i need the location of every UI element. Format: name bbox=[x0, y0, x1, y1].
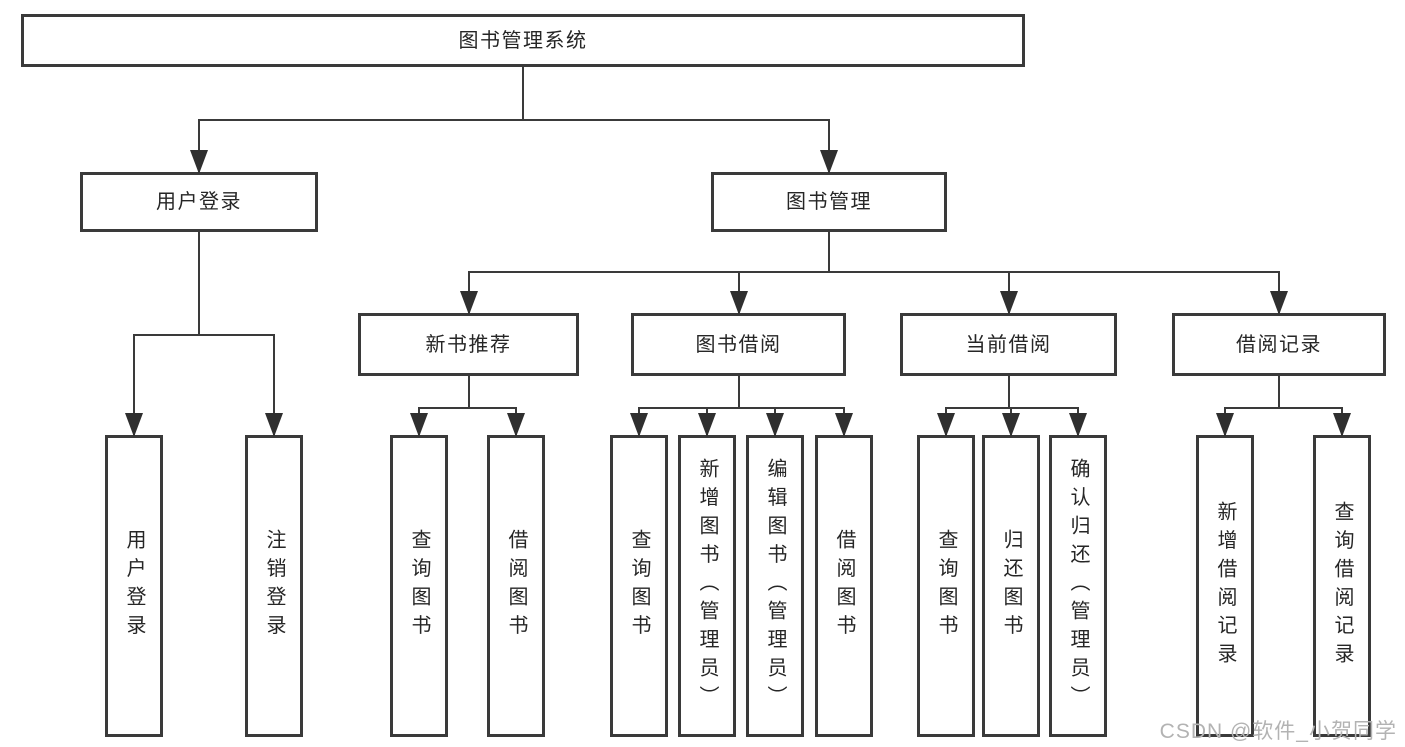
node-user-login: 用户登录 bbox=[80, 172, 318, 232]
connector-arrowhead-icon bbox=[630, 413, 648, 437]
connector-line bbox=[1278, 376, 1280, 408]
node-leaf-cb-return: 归还图书 bbox=[982, 435, 1040, 737]
node-leaf-cb-confirm: 确认归还（管理员） bbox=[1049, 435, 1107, 737]
connector-arrowhead-icon bbox=[190, 150, 208, 174]
node-label: 查询借阅记录 bbox=[1331, 500, 1353, 672]
connector-line bbox=[198, 119, 830, 121]
connector-line bbox=[198, 232, 200, 335]
node-leaf-nbr-borrow: 借阅图书 bbox=[487, 435, 545, 737]
connector-arrowhead-icon bbox=[507, 413, 525, 437]
node-leaf-bb-query: 查询图书 bbox=[610, 435, 668, 737]
connector-arrowhead-icon bbox=[698, 413, 716, 437]
node-leaf-bb-edit: 编辑图书（管理员） bbox=[746, 435, 804, 737]
node-root: 图书管理系统 bbox=[21, 14, 1025, 67]
connector-arrowhead-icon bbox=[729, 291, 748, 315]
node-label: 新增借阅记录 bbox=[1214, 500, 1236, 672]
node-leaf-br-query: 查询借阅记录 bbox=[1313, 435, 1371, 737]
connector-arrowhead-icon bbox=[999, 291, 1018, 315]
node-label: 当前借阅 bbox=[965, 333, 1052, 356]
connector-line bbox=[418, 407, 517, 409]
node-label: 借阅记录 bbox=[1236, 333, 1322, 356]
connector-arrowhead-icon bbox=[937, 413, 955, 437]
node-label: 注销登录 bbox=[263, 529, 285, 643]
connector-line bbox=[1224, 407, 1343, 409]
node-label: 编辑图书（管理员） bbox=[764, 458, 786, 714]
connector-arrowhead-icon bbox=[1002, 413, 1020, 437]
watermark: CSDN @软件_小贺同学 bbox=[1159, 720, 1397, 743]
connector-arrowhead-icon bbox=[1216, 413, 1234, 437]
node-book-mgmt: 图书管理 bbox=[711, 172, 947, 232]
connector-line bbox=[467, 376, 470, 408]
node-borrow-records: 借阅记录 bbox=[1172, 313, 1386, 376]
node-label: 查询图书 bbox=[935, 529, 957, 643]
connector-line bbox=[467, 271, 1280, 273]
node-label: 查询图书 bbox=[628, 529, 650, 643]
connector-line bbox=[828, 120, 830, 172]
node-leaf-logout: 注销登录 bbox=[245, 435, 303, 737]
connector-line bbox=[737, 376, 740, 408]
node-label: 借阅图书 bbox=[505, 529, 527, 643]
connector-line bbox=[198, 120, 200, 172]
connector-line bbox=[133, 335, 135, 435]
node-label: 图书管理系统 bbox=[458, 29, 588, 52]
connector-line bbox=[638, 407, 845, 409]
node-label: 借阅图书 bbox=[833, 529, 855, 643]
node-label: 用户登录 bbox=[123, 529, 145, 643]
node-book-borrow: 图书借阅 bbox=[631, 313, 846, 376]
node-leaf-nbr-query: 查询图书 bbox=[390, 435, 448, 737]
node-label: 确认归还（管理员） bbox=[1067, 458, 1089, 714]
node-label: 图书借阅 bbox=[695, 333, 782, 356]
connector-arrowhead-icon bbox=[835, 413, 853, 437]
connector-line bbox=[273, 335, 275, 435]
connector-arrowhead-icon bbox=[766, 413, 784, 437]
node-current-borrow: 当前借阅 bbox=[900, 313, 1117, 376]
node-label: 用户登录 bbox=[156, 191, 242, 213]
node-leaf-cb-query: 查询图书 bbox=[917, 435, 975, 737]
node-leaf-br-add: 新增借阅记录 bbox=[1196, 435, 1254, 737]
connector-line bbox=[828, 232, 830, 272]
node-leaf-bb-borrow: 借阅图书 bbox=[815, 435, 873, 737]
node-label: 归还图书 bbox=[1000, 529, 1022, 643]
node-leaf-bb-add: 新增图书（管理员） bbox=[678, 435, 736, 737]
node-leaf-user-login: 用户登录 bbox=[105, 435, 163, 737]
connector-arrowhead-icon bbox=[1270, 291, 1288, 315]
connector-arrowhead-icon bbox=[1333, 413, 1351, 437]
connector-arrowhead-icon bbox=[265, 413, 283, 437]
connector-line bbox=[522, 67, 524, 120]
connector-line bbox=[133, 334, 275, 336]
node-label: 图书管理 bbox=[786, 191, 872, 213]
connector-line bbox=[945, 407, 1079, 409]
node-label: 新书推荐 bbox=[425, 333, 512, 356]
connector-arrowhead-icon bbox=[820, 150, 838, 174]
node-label: 查询图书 bbox=[408, 529, 430, 643]
connector-arrowhead-icon bbox=[459, 291, 478, 315]
node-new-book-rec: 新书推荐 bbox=[358, 313, 579, 376]
connector-arrowhead-icon bbox=[1069, 413, 1087, 437]
connector-arrowhead-icon bbox=[410, 413, 428, 437]
connector-arrowhead-icon bbox=[125, 413, 143, 437]
connector-line bbox=[1007, 376, 1010, 408]
node-label: 新增图书（管理员） bbox=[696, 458, 718, 714]
